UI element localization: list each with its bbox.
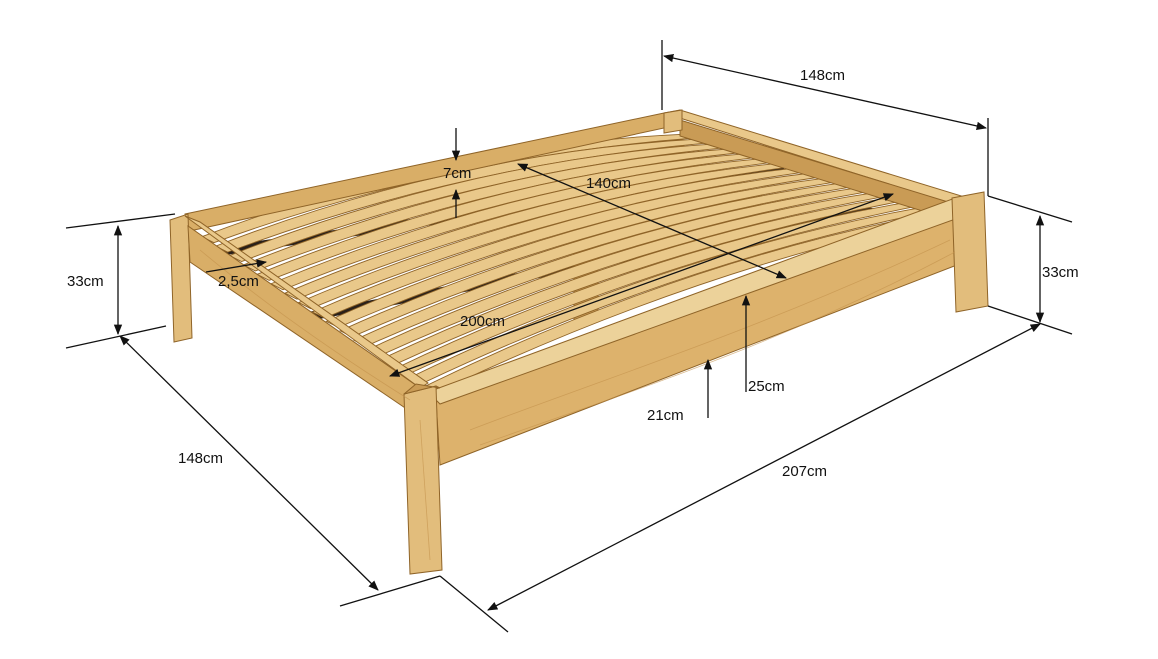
inner-width-label: 140cm (586, 175, 632, 192)
slat-thickness-label: 7cm (443, 165, 472, 182)
front-width-label: 148cm (178, 450, 224, 467)
dimension-lines (65, 40, 1073, 633)
front-left-leg-side (403, 383, 441, 395)
slat-gap-label: 2,5cm (218, 273, 259, 290)
back-right-post (663, 109, 683, 134)
clearance-label: 21cm (647, 407, 684, 424)
front-right-leg (951, 191, 989, 313)
side-rail-height-label: 25cm (748, 378, 785, 395)
back-width-label: 148cm (800, 67, 846, 84)
front-left-leg (403, 385, 443, 575)
inner-length-label: 200cm (460, 313, 506, 330)
total-length-label: 207cm (782, 463, 828, 480)
left-height-label: 33cm (67, 273, 104, 290)
right-height-label: 33cm (1042, 264, 1079, 281)
